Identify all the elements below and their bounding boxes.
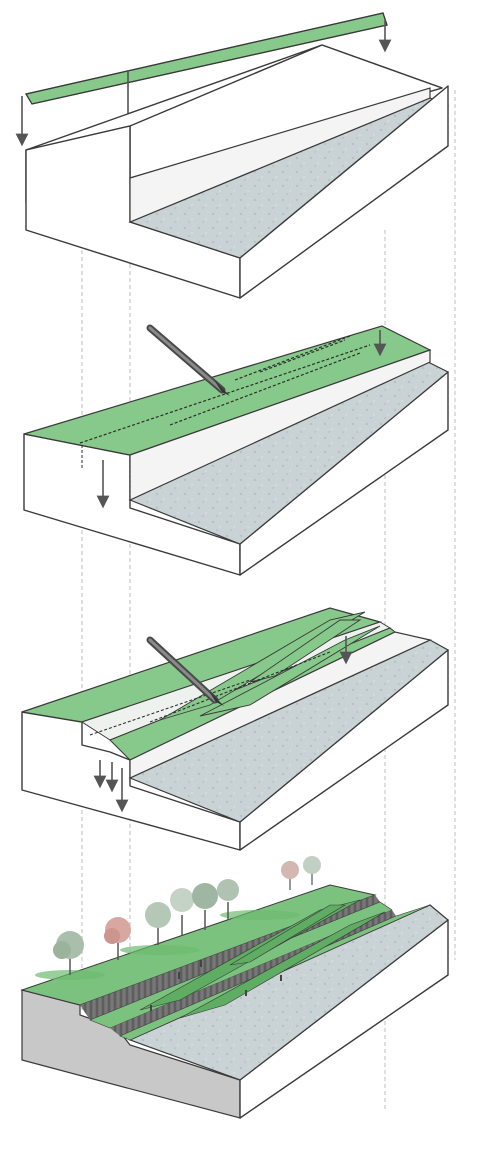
- step-2-cut: [23, 324, 450, 576]
- people-figures: [150, 960, 282, 1011]
- step-4-planted: [20, 856, 449, 1119]
- down-arrow-icon: [93, 636, 353, 813]
- knife-icon: [146, 636, 224, 706]
- section-face: [21, 989, 241, 1119]
- step-3-fold: [21, 607, 450, 851]
- down-arrow-icon: [96, 330, 387, 509]
- knife-icon: [146, 324, 230, 396]
- guide-lines: [81, 90, 456, 1110]
- step-1-lift: [15, 12, 450, 299]
- tree-icon: [53, 856, 321, 975]
